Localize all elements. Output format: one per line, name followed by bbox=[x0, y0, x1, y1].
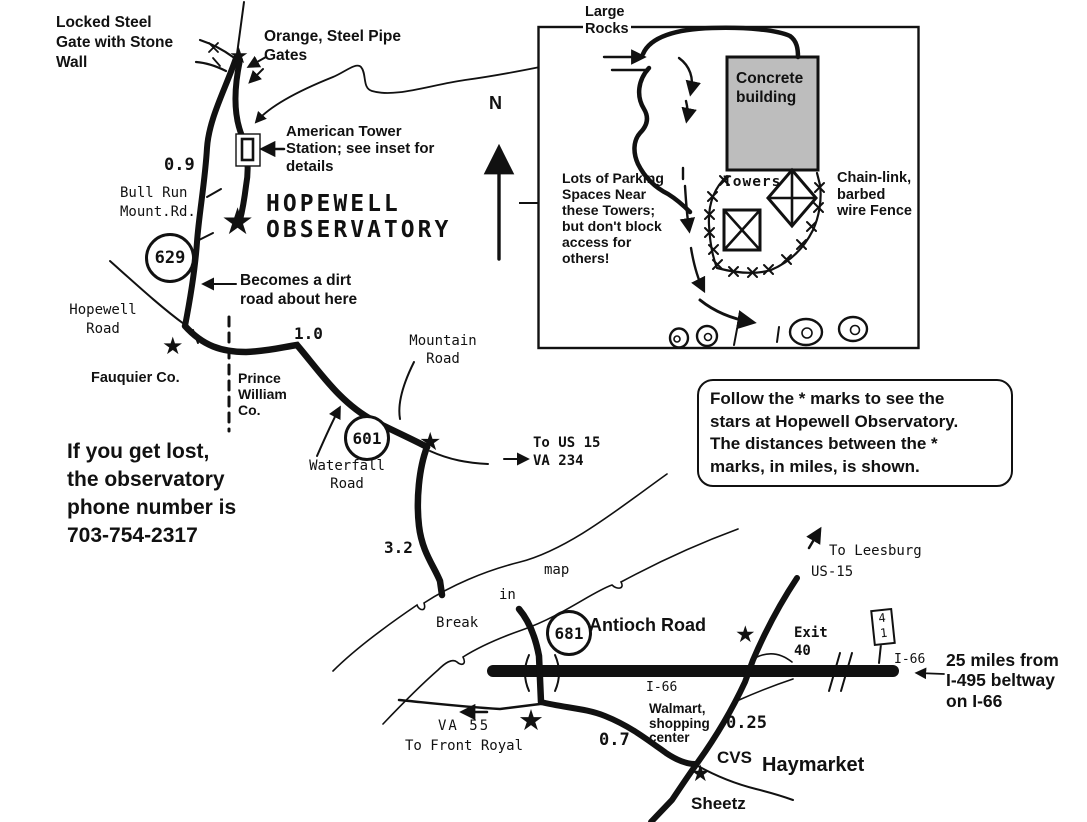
distance-0-7: 0.7 bbox=[599, 730, 630, 750]
route-shield-681: 681 bbox=[546, 610, 592, 656]
dirt-road-note: Becomes a dirt road about here bbox=[240, 272, 358, 308]
star-exit40: ★ bbox=[735, 622, 756, 648]
i66-label-center: I-66 bbox=[646, 680, 678, 695]
i66-hatch-2 bbox=[554, 654, 560, 692]
north-label: N bbox=[489, 93, 502, 113]
haymarket-road-line bbox=[697, 765, 794, 801]
map-break-lines bbox=[332, 473, 739, 725]
i66-hatch-1 bbox=[524, 654, 530, 692]
distance-1-0: 1.0 bbox=[294, 324, 323, 343]
fence-label: Chain-link, barbed wire Fence bbox=[837, 170, 912, 220]
road-north-stub bbox=[236, 1, 245, 55]
i66-label-right: I-66 bbox=[894, 652, 926, 667]
parking-note: Lots of Parking Spaces Near these Towers… bbox=[562, 170, 664, 267]
road-spur-2 bbox=[198, 232, 214, 241]
orange-gates-label: Orange, Steel Pipe Gates bbox=[264, 28, 401, 64]
mountain-road-label: Mountain Road bbox=[409, 333, 477, 367]
concrete-building-rect bbox=[725, 55, 820, 172]
distance-0-9: 0.9 bbox=[164, 155, 195, 175]
walmart-label: Walmart, shopping center bbox=[649, 701, 710, 746]
inset-leader-curve bbox=[254, 64, 541, 124]
bull-run-road-label: Bull Run Mount.Rd. bbox=[120, 185, 196, 220]
route-shield-601: 601 bbox=[344, 415, 390, 461]
va55-label: VA 55 bbox=[438, 718, 491, 734]
to-leesburg-label: To Leesburg bbox=[829, 543, 922, 559]
us15-road-line bbox=[648, 575, 800, 822]
mountain-road-line bbox=[398, 361, 415, 420]
prince-william-county-label: Prince William Co. bbox=[238, 370, 287, 419]
inset-roads bbox=[602, 25, 801, 330]
gate-arrow-1 bbox=[246, 55, 267, 68]
inset-arrow-swoop bbox=[698, 298, 757, 330]
exit-40-label: Exit 40 bbox=[794, 625, 828, 660]
hopewell-road-label: Hopewell Road bbox=[69, 302, 137, 337]
ramp-1 bbox=[738, 678, 794, 701]
inset-rocks bbox=[668, 315, 869, 349]
inset-arrow-3 bbox=[679, 184, 696, 234]
observatory-title: HOPEWELL OBSERVATORY bbox=[266, 191, 452, 244]
inset-fence bbox=[704, 171, 825, 278]
route-shield-629: 629 bbox=[145, 233, 195, 283]
follow-stars-callout: Follow the * marks to see the stars at H… bbox=[697, 379, 1013, 488]
us15-label: US-15 bbox=[811, 564, 854, 580]
hopewell-road-line bbox=[109, 260, 185, 325]
mile-marker-41: 4 1 bbox=[870, 607, 896, 647]
star-route601-junction: ★ bbox=[419, 427, 442, 456]
marker41-post bbox=[878, 643, 882, 664]
leader-arrows bbox=[201, 55, 945, 721]
antioch-road-line bbox=[515, 605, 545, 706]
star-observatory: ★ bbox=[221, 200, 255, 243]
if-lost-note: If you get lost, the observatory phone n… bbox=[67, 440, 237, 547]
locked-gate-label: Locked Steel Gate with Stone Wall bbox=[56, 14, 174, 72]
towers-label: Towers bbox=[723, 174, 782, 190]
waterfall-road-south bbox=[414, 443, 446, 599]
road-east-from-junction bbox=[181, 322, 431, 451]
gate-arrow-2 bbox=[248, 68, 264, 84]
inset-towers bbox=[722, 167, 818, 252]
to-us15-label: To US 15 VA 234 bbox=[533, 435, 601, 470]
distance-3-2: 3.2 bbox=[384, 538, 413, 557]
walmart-road-line bbox=[538, 699, 698, 767]
inset-box bbox=[519, 25, 920, 350]
road-spur-us15 bbox=[429, 450, 489, 465]
ramp-2 bbox=[756, 653, 793, 663]
inset-arrow-2 bbox=[681, 99, 697, 124]
inset-arrow-4 bbox=[689, 246, 706, 294]
inset-hook-road bbox=[632, 65, 693, 215]
front-royal-label: To Front Royal bbox=[405, 738, 524, 754]
antioch-road-label: Antioch Road bbox=[589, 615, 706, 635]
i66-hatch-3 bbox=[828, 652, 841, 692]
tower-station-box bbox=[235, 133, 261, 167]
road-spur-1 bbox=[206, 188, 222, 198]
i66-hatch-4 bbox=[840, 652, 853, 692]
bull-run-road-west bbox=[182, 55, 239, 329]
leesburg-arrow bbox=[806, 526, 822, 550]
cvs-label: CVS bbox=[717, 748, 752, 767]
beltway-arrow bbox=[914, 667, 945, 680]
concrete-building-label: Concrete building bbox=[736, 70, 804, 106]
break-word-break: Break bbox=[436, 615, 479, 631]
distance-0-25: 0.25 bbox=[726, 713, 767, 733]
star-gate: ★ bbox=[229, 44, 249, 69]
star-hopewell-road: ★ bbox=[162, 332, 184, 360]
beltway-note: 25 miles from I-495 beltway on I-66 bbox=[946, 650, 1059, 711]
fauquier-county-label: Fauquier Co. bbox=[91, 370, 180, 386]
inset-loop-road bbox=[640, 25, 801, 60]
break-word-map: map bbox=[544, 562, 570, 578]
star-sheetz: ★ bbox=[690, 761, 711, 787]
lower-roads bbox=[397, 575, 899, 822]
star-va55: ★ bbox=[518, 703, 544, 737]
large-rocks-label: Large Rocks bbox=[583, 4, 631, 38]
waterfall-leader-arrow bbox=[316, 405, 341, 457]
break-word-in: in bbox=[499, 587, 516, 603]
inset-arrow-1 bbox=[677, 56, 701, 97]
haymarket-label: Haymarket bbox=[762, 754, 865, 776]
va55-road-line bbox=[397, 698, 542, 711]
waterfall-road-label: Waterfall Road bbox=[309, 458, 385, 492]
sheetz-label: Sheetz bbox=[691, 794, 746, 813]
tower-station-label: American Tower Station; see inset for de… bbox=[286, 123, 435, 175]
stone-wall-gate-marks bbox=[194, 38, 235, 73]
